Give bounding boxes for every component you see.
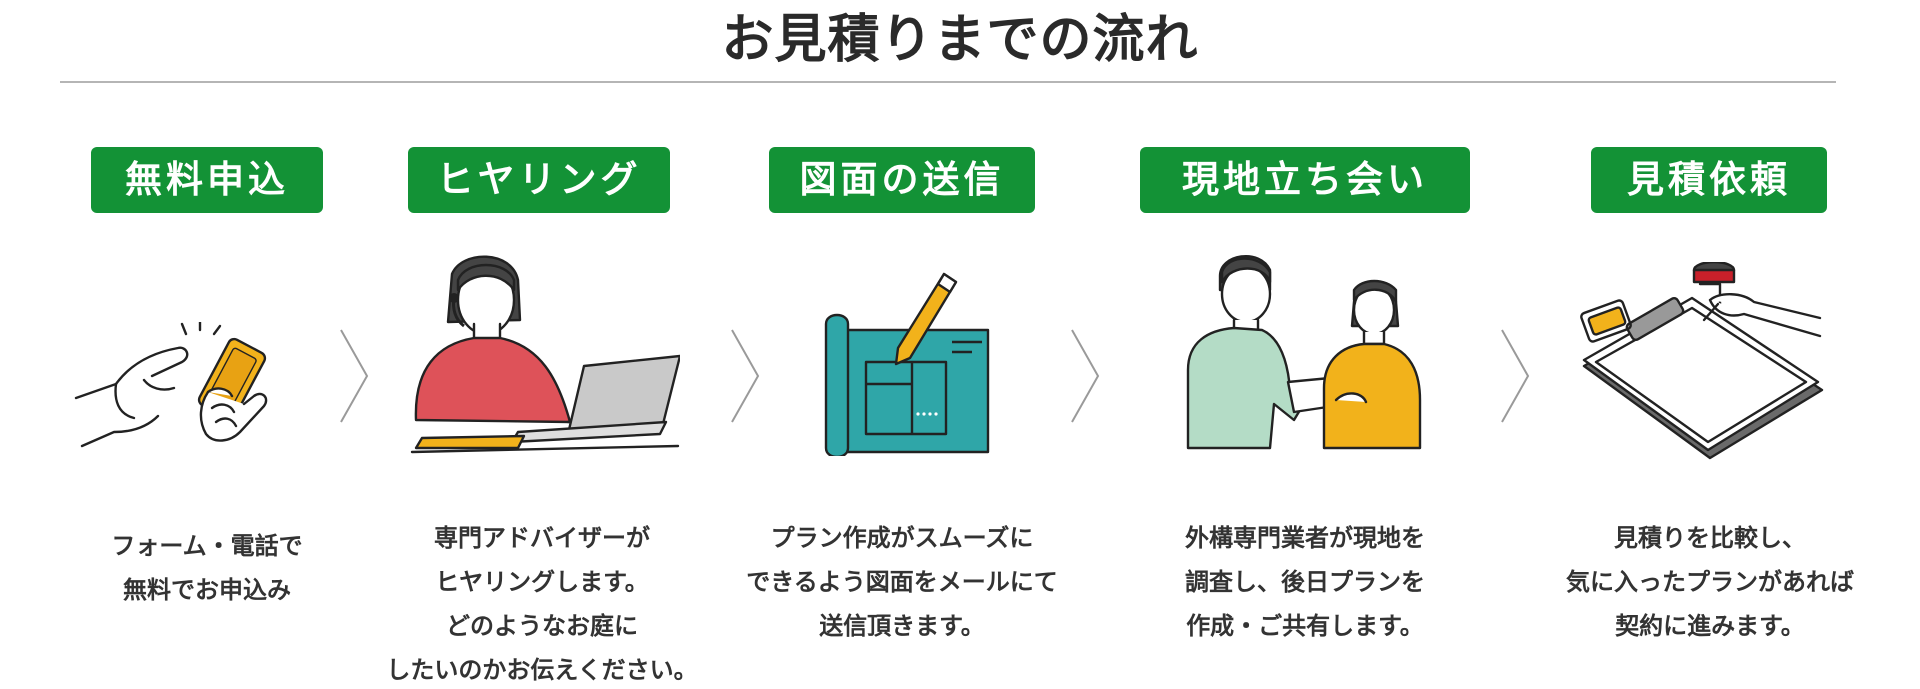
chevron-right-icon bbox=[731, 329, 760, 423]
step-badge-hearing: ヒヤリング bbox=[408, 147, 670, 213]
step-description-estimate-request: 見積りを比較し、 気に入ったプランがあれば 契約に進みます。 bbox=[1566, 524, 1854, 640]
step-badge-onsite-meeting: 現地立ち会い bbox=[1140, 147, 1470, 213]
chevron-right-icon bbox=[1501, 329, 1530, 423]
step-description-drawing-submission: プラン作成がスムーズに できるよう図面をメールにて 送信頂きます。 bbox=[746, 524, 1058, 640]
step-badge-estimate-request: 見積依頼 bbox=[1591, 147, 1827, 213]
blueprint-pencil-icon bbox=[824, 272, 990, 456]
step-badge-drawing-submission: 図面の送信 bbox=[769, 147, 1035, 213]
step-description-hearing: 専門アドバイザーが ヒヤリングします。 どのようなお庭に したいのかお伝えくださ… bbox=[386, 524, 698, 684]
onsite-meeting-icon bbox=[1186, 255, 1422, 450]
smartphone-hand-icon bbox=[74, 322, 268, 448]
chevron-right-icon bbox=[1071, 329, 1100, 423]
clipboard-stamp-icon bbox=[1580, 262, 1824, 460]
headset-woman-laptop-icon bbox=[410, 255, 680, 454]
page-title: お見積りまでの流れ bbox=[721, 10, 1199, 70]
step-description-onsite-meeting: 外構専門業者が現地を 調査し、後日プランを 作成・ご共有します。 bbox=[1185, 524, 1425, 640]
title-divider bbox=[60, 81, 1836, 83]
step-badge-free-application: 無料申込 bbox=[91, 147, 323, 213]
chevron-right-icon bbox=[340, 329, 369, 423]
step-description-free-application: フォーム・電話で 無料でお申込み bbox=[111, 532, 303, 604]
